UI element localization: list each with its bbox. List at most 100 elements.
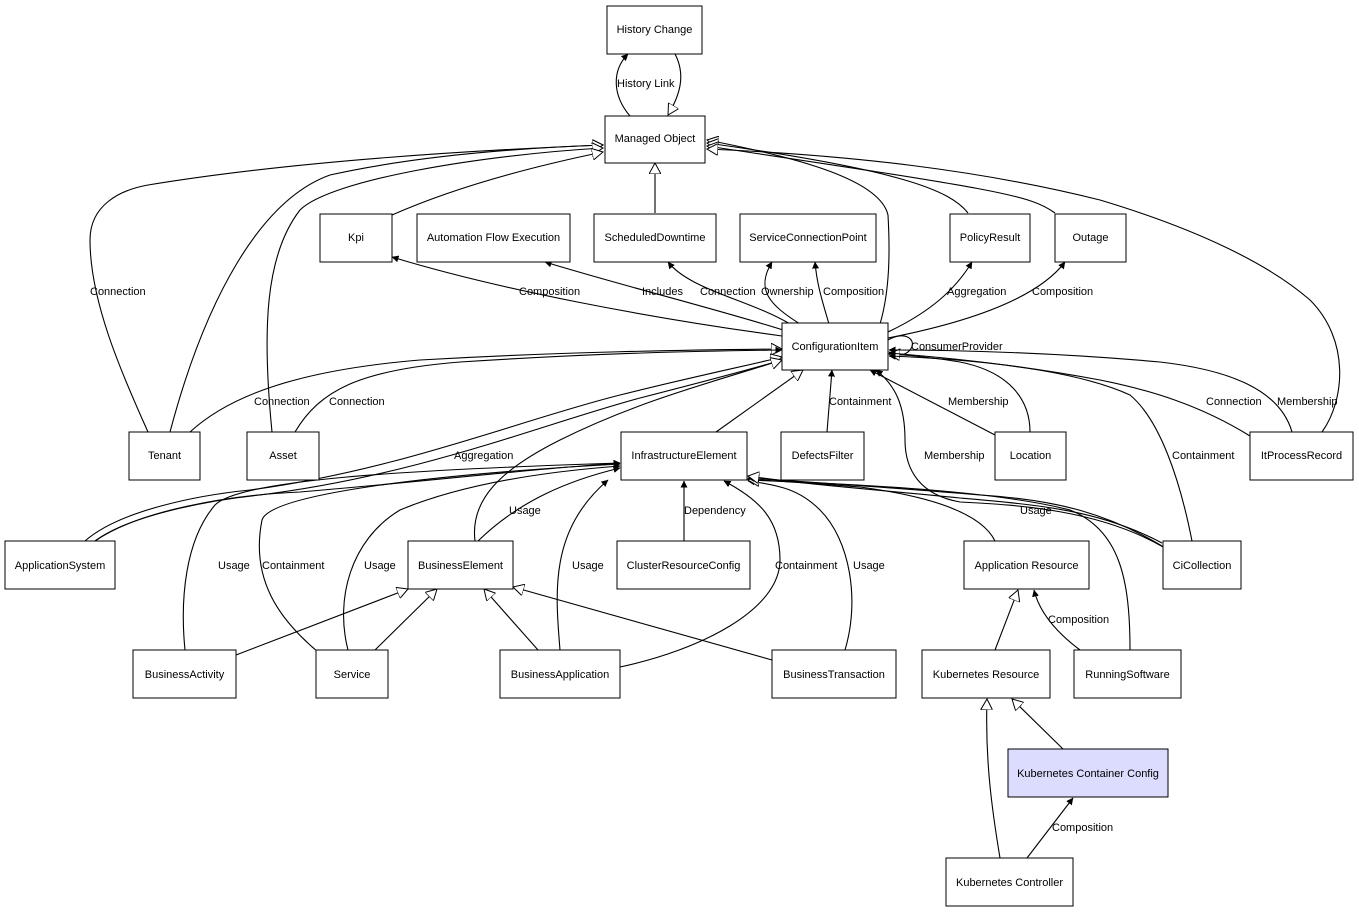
edge-label: Includes [642, 286, 683, 298]
edge-label: Dependency [684, 505, 746, 517]
node-asset[interactable]: Asset [246, 431, 320, 481]
edge-label: Composition [823, 286, 884, 298]
edge-service-ie-containment: Containment [258, 460, 621, 653]
edge-businessactivity-be [235, 589, 408, 656]
edge-tenant-ci: Connection [189, 349, 782, 433]
node-business-activity[interactable]: BusinessActivity [132, 649, 237, 699]
node-kubernetes-container-config[interactable]: Kubernetes Container Config [1007, 748, 1169, 798]
node-service-connection-point[interactable]: ServiceConnectionPoint [739, 213, 877, 263]
edge-ci-scheduled: Connection [667, 261, 791, 325]
edge-bt-ie-usage: Usage [747, 478, 885, 651]
node-ci-collection[interactable]: CiCollection [1162, 540, 1242, 590]
node-application-system[interactable]: ApplicationSystem [4, 540, 116, 590]
node-service[interactable]: Service [315, 649, 389, 699]
node-business-element[interactable]: BusinessElement [407, 540, 514, 590]
edge-label: Containment [829, 396, 891, 408]
edge-label: Usage [218, 560, 250, 572]
edge-kpi-generalization [391, 152, 603, 216]
node-location[interactable]: Location [994, 431, 1067, 481]
node-kpi[interactable]: Kpi [319, 213, 393, 263]
edge-location-ci-membership: Membership [869, 369, 1009, 436]
svg-text:BusinessApplication: BusinessApplication [511, 669, 609, 681]
node-defects-filter[interactable]: DefectsFilter [780, 431, 865, 481]
edge-label: Connection [700, 286, 756, 298]
svg-text:Kpi: Kpi [348, 232, 364, 244]
edge-label: Membership [948, 396, 1009, 408]
edge-service-ie-usage: Usage [343, 463, 621, 651]
svg-text:ScheduledDowntime: ScheduledDowntime [605, 232, 706, 244]
edge-itprocess-ci-membership: Membership [888, 346, 1338, 433]
edge-label: Containment [262, 560, 324, 572]
edge-defects-ci: Containment [826, 369, 891, 433]
edge-infrastructure-ci [715, 370, 803, 433]
edge-ci-outage: Composition [887, 261, 1093, 339]
edge-businesselement-ci [473, 360, 782, 542]
node-tenant[interactable]: Tenant [128, 431, 201, 481]
edge-k8sresource-appresource [994, 590, 1018, 651]
svg-text:BusinessElement: BusinessElement [418, 560, 503, 572]
svg-text:ConfigurationItem: ConfigurationItem [792, 341, 879, 353]
svg-text:Application Resource: Application Resource [975, 560, 1079, 572]
edge-cicollection-ie-usage: Usage [747, 474, 1163, 547]
node-history-change[interactable]: History Change [606, 5, 703, 55]
edge-label: Usage [509, 505, 541, 517]
edge-label: Membership [1277, 396, 1338, 408]
edge-label: Usage [572, 560, 604, 572]
node-outage[interactable]: Outage [1054, 213, 1127, 263]
node-business-transaction[interactable]: BusinessTransaction [771, 649, 897, 699]
node-it-process-record[interactable]: ItProcessRecord [1249, 431, 1354, 481]
svg-text:Kubernetes Container Config: Kubernetes Container Config [1017, 768, 1159, 780]
edge-tenant-generalization [169, 145, 603, 433]
edge-label: Composition [1032, 286, 1093, 298]
edge-ci-generalization [707, 140, 890, 325]
node-scheduled-downtime[interactable]: ScheduledDowntime [593, 213, 717, 263]
edge-label: Connection [329, 396, 385, 408]
edge-label: Composition [519, 286, 580, 298]
svg-text:RunningSoftware: RunningSoftware [1085, 669, 1169, 681]
edge-ci-scp-composition: Composition [812, 261, 884, 325]
edge-itprocess-generalization [707, 149, 1341, 433]
svg-text:Service: Service [334, 669, 371, 681]
svg-text:CiCollection: CiCollection [1173, 560, 1232, 572]
svg-text:Location: Location [1010, 450, 1052, 462]
edge-label: Aggregation [454, 450, 513, 462]
node-business-application[interactable]: BusinessApplication [499, 649, 621, 699]
node-running-software[interactable]: RunningSoftware [1073, 649, 1182, 699]
edge-itprocess-ci-connection: Connection [888, 350, 1262, 437]
edge-asset-ci: Connection [294, 346, 783, 433]
edge-ci-automation: Includes [544, 260, 784, 331]
node-cluster-resource-config[interactable]: ClusterResourceConfig [616, 540, 751, 590]
node-configuration-item[interactable]: ConfigurationItem [781, 322, 889, 371]
edge-label: Containment [775, 560, 837, 572]
node-managed-object[interactable]: Managed Object [604, 115, 706, 164]
svg-text:Kubernetes Resource: Kubernetes Resource [933, 669, 1039, 681]
edge-label: Containment [1172, 450, 1234, 462]
edge-ci-policy: Aggregation [887, 261, 1006, 333]
edge-history-link: History Link [615, 53, 682, 117]
node-policy-result[interactable]: PolicyResult [949, 213, 1031, 263]
edge-kcontroller-kcc: Composition [1026, 797, 1113, 859]
edge-label: History Link [617, 78, 675, 90]
edge-kcc-k8sresource [1012, 699, 1064, 750]
edge-label: Connection [1206, 396, 1262, 408]
svg-text:Asset: Asset [269, 450, 297, 462]
node-kubernetes-resource[interactable]: Kubernetes Resource [921, 649, 1051, 699]
svg-text:History Change: History Change [617, 24, 693, 36]
edge-label: Connection [90, 286, 146, 298]
edge-policy-generalization [707, 143, 969, 214]
node-automation-flow-execution[interactable]: Automation Flow Execution [416, 213, 571, 263]
edge-label: Usage [1020, 505, 1052, 517]
svg-text:Kubernetes Controller: Kubernetes Controller [956, 877, 1063, 889]
edge-location-generalization [889, 354, 1031, 433]
edge-cicollection-ie-generalization [748, 476, 1163, 544]
svg-text:Automation Flow Execution: Automation Flow Execution [427, 232, 560, 244]
edge-clusterresource-ie: Dependency [680, 480, 746, 541]
svg-text:ItProcessRecord: ItProcessRecord [1261, 450, 1342, 462]
svg-text:Outage: Outage [1072, 232, 1108, 244]
node-application-resource[interactable]: Application Resource [963, 540, 1090, 590]
node-infrastructure-element[interactable]: InfrastructureElement [620, 431, 748, 481]
svg-text:ApplicationSystem: ApplicationSystem [15, 560, 106, 572]
node-kubernetes-controller[interactable]: Kubernetes Controller [945, 857, 1074, 907]
edge-runningsoftware-appresource: Composition [1032, 589, 1109, 651]
